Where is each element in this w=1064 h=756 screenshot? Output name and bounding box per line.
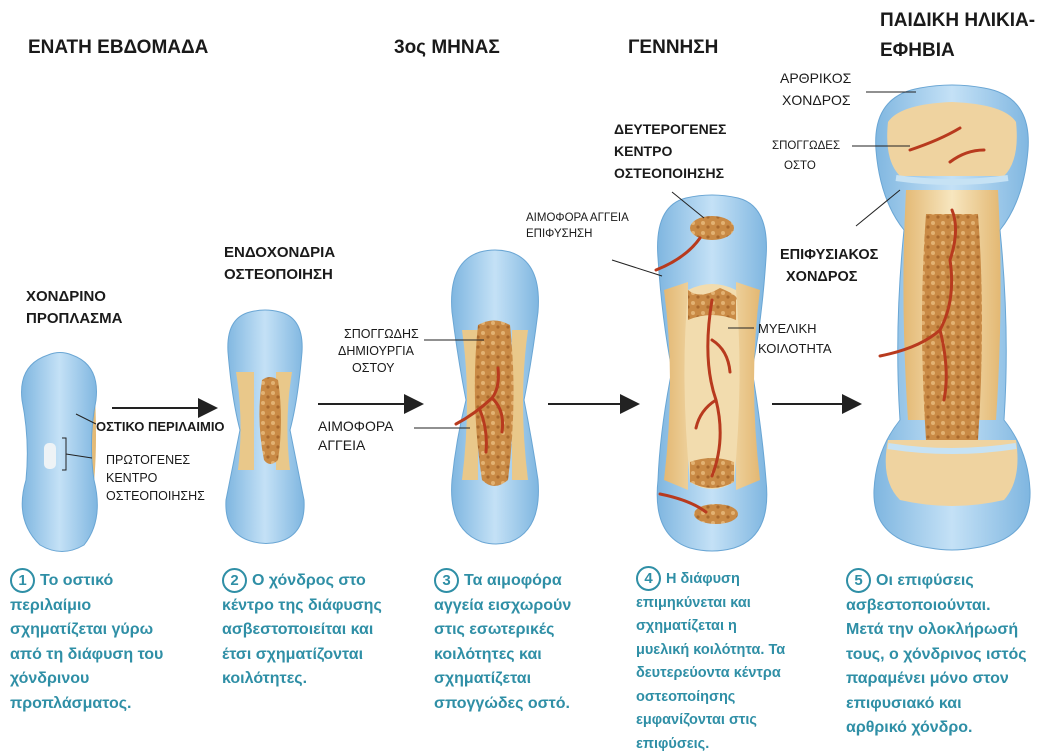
caption-text-2: Ο χόνδρος στο κέντρο της διάφυσης ασβεστ…: [222, 572, 382, 687]
epiphysis-top-5: [887, 102, 1017, 176]
caption-number-2: 2: [222, 568, 247, 593]
bone-stage-2: [226, 310, 304, 544]
caption-number-4: 4: [636, 566, 661, 591]
calcified-cartilage-2: [259, 377, 281, 464]
label-epifysiakos-line1: ΕΠΙΦΥΣΙΑΚΟΣ: [780, 244, 878, 266]
label-spoggwdes-line1: ΣΠΟΓΓΩΔΕΣ: [772, 138, 840, 155]
bone-stage-5: [874, 85, 1030, 550]
label-spoggwdis-line2: ΔΗΜΙΟΥΡΓΙΑ: [338, 343, 414, 360]
caption-number-1: 1: [10, 568, 35, 593]
spongy-bone-3: [475, 321, 514, 487]
caption-number-3: 3: [434, 568, 459, 593]
label-spoggwdis-line3: ΟΣΤΟΥ: [352, 360, 395, 377]
label-myeliki-line2: ΚΟΙΛΟΤΗΤΑ: [758, 340, 832, 357]
stage-title-3: ΓΕΝΝΗΣΗ: [628, 37, 718, 59]
caption-text-4: Η διάφυση επιμηκύνεται και σχηματίζεται …: [636, 571, 785, 752]
caption-text-1: Το οστικό περιλαίμιο σχηματίζεται γύρω α…: [10, 572, 163, 712]
label-protogenes-line1: ΠΡΩΤΟΓΕΝΕΣ: [106, 452, 190, 469]
stage-title-2: 3ος ΜΗΝΑΣ: [394, 37, 500, 59]
leader-aimofora-epif: [612, 260, 662, 276]
label-endoxondria-line2: ΟΣΤΕΟΠΟΙΗΣΗ: [224, 264, 333, 286]
label-deuterogenes-line3: ΟΣΤΕΟΠΟΙΗΣΗΣ: [614, 162, 724, 184]
stage-title-4-line1: ΠΑΙΔΙΚΗ ΗΛΙΚΙΑ-: [880, 10, 1035, 32]
primary-ossification-center-1: [44, 443, 56, 469]
label-aimofora-line2: ΑΓΓΕΙΑ: [318, 437, 365, 454]
label-spoggwdes-line2: ΟΣΤΟ: [784, 158, 816, 175]
stage-title-1: ΕΝΑΤΗ ΕΒΔΟΜΑΔΑ: [28, 37, 208, 59]
label-protogenes-line2: ΚΕΝΤΡΟ: [106, 470, 157, 487]
label-arthrikos-line1: ΑΡΘΡΙΚΟΣ: [780, 70, 851, 87]
caption-number-5: 5: [846, 568, 871, 593]
label-protogenes-line3: ΟΣΤΕΟΠΟΙΗΣΗΣ: [106, 488, 205, 505]
label-deuterogenes-line2: ΚΕΝΤΡΟ: [614, 140, 672, 162]
label-xondrino-line1: ΧΟΝΔΡΙΝΟ: [26, 286, 106, 308]
bone-stage-3: [452, 250, 539, 544]
caption-text-3: Τα αιμοφόρα αγγεία εισχωρούν στις εσωτερ…: [434, 572, 571, 712]
label-myeliki-line1: ΜΥΕΛΙΚΗ: [758, 320, 817, 337]
label-endoxondria-line1: ΕΝΔΟΧΟΝΔΡΙΑ: [224, 242, 335, 264]
label-arthrikos-line2: ΧΟΝΔΡΟΣ: [782, 92, 851, 109]
secondary-ossification-center-top: [690, 216, 734, 240]
label-xondrino-line2: ΠΡΟΠΛΑΣΜΑ: [26, 308, 123, 330]
bone-stage-1: [22, 353, 98, 552]
label-deuterogenes-line1: ΔΕΥΤΕΡΟΓΕΝΕΣ: [614, 118, 726, 140]
label-epifysiakos-line2: ΧΟΝΔΡΟΣ: [786, 266, 858, 288]
caption-text-5: Οι επιφύσεις ασβεστοποιούνται. Μετά την …: [846, 572, 1027, 736]
label-aimofora-epif-line2: ΕΠΙΦΥΣΗΣΗ: [526, 226, 592, 243]
stage-title-4-line2: ΕΦΗΒΙΑ: [880, 40, 955, 62]
cartilage-model-1: [22, 353, 98, 552]
label-aimofora-epif-line1: ΑΙΜΟΦΟΡΑ ΑΓΓΕΙΑ: [526, 210, 629, 227]
label-spoggwdis-line1: ΣΠΟΓΓΩΔΗΣ: [344, 326, 419, 343]
label-ostiko-perilaimio: ΟΣΤΙΚΟ ΠΕΡΙΛΑΙΜΙΟ: [96, 418, 225, 435]
bone-stage-4: [656, 195, 767, 551]
label-aimofora-line1: ΑΙΜΟΦΟΡΑ: [318, 418, 393, 435]
